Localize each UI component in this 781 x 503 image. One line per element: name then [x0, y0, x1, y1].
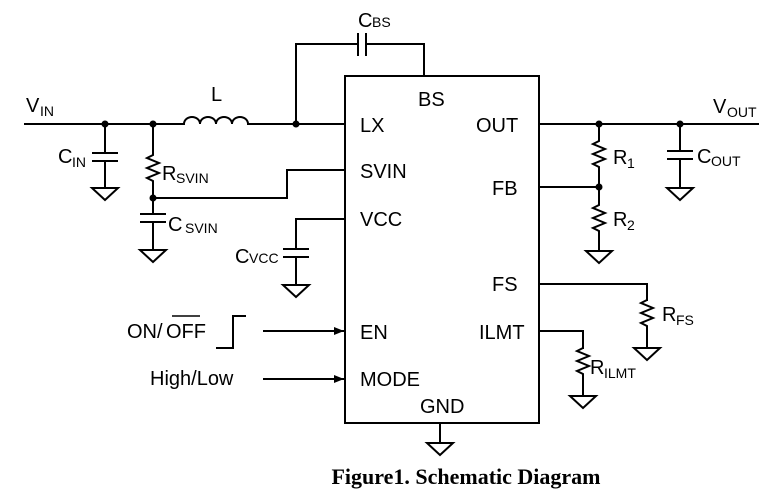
svg-text:R: R: [613, 147, 627, 169]
svg-text:R: R: [662, 304, 676, 326]
svg-text:VCC: VCC: [249, 250, 279, 266]
rfs-resistor: [638, 299, 656, 348]
rfs-ground-icon: [631, 347, 663, 362]
svg-text:FS: FS: [676, 312, 694, 328]
rilmt-ground-icon: [567, 395, 599, 410]
svg-text:SVIN: SVIN: [185, 220, 218, 236]
pin-label-out: OUT: [476, 115, 518, 137]
svin-wire: [152, 169, 346, 199]
pin-label-svin: SVIN: [360, 161, 407, 183]
pin-label-ilmt: ILMT: [479, 322, 525, 344]
csvin-ground-icon: [137, 249, 169, 264]
rilmt-label: R ILMT: [590, 357, 636, 381]
svg-text:V: V: [26, 95, 40, 117]
r2-label: R 2: [613, 209, 635, 233]
vout-label: V OUT: [713, 96, 757, 120]
svg-text:R: R: [162, 163, 176, 185]
mode-input-label: High/Low: [150, 368, 234, 390]
inductor-label: L: [211, 84, 222, 106]
svg-text:OFF: OFF: [166, 321, 206, 343]
svg-text:ON/: ON/: [127, 321, 163, 343]
rsvin-label: R SVIN: [162, 163, 209, 186]
inductor-l: [183, 116, 249, 125]
svg-text:IN: IN: [40, 103, 54, 119]
svg-text:IN: IN: [72, 154, 86, 170]
pin-label-vcc: VCC: [360, 209, 402, 231]
r2-resistor: [590, 187, 608, 251]
cvcc-label: C VCC: [235, 246, 279, 268]
fs-wire: [538, 283, 648, 301]
cin-ground-icon: [89, 187, 121, 202]
svg-text:C: C: [168, 214, 182, 236]
cout-ground-icon: [664, 187, 696, 202]
svg-text:BS: BS: [372, 14, 391, 30]
svg-text:OUT: OUT: [711, 153, 741, 169]
pin-label-lx: LX: [360, 115, 384, 137]
pin-label-fb: FB: [492, 178, 518, 200]
step-signal-icon: [216, 315, 246, 349]
ilmt-wire: [538, 330, 584, 349]
vcc-wire: [295, 218, 346, 286]
cout-label: C OUT: [697, 146, 741, 169]
rsvin-resistor: [144, 124, 162, 198]
r1-label: R 1: [613, 147, 635, 171]
r2-ground-icon: [583, 250, 615, 265]
ic-body: [344, 75, 540, 424]
pin-label-gnd: GND: [420, 396, 464, 418]
svg-text:V: V: [713, 96, 727, 118]
cbs-wire: [295, 43, 425, 125]
svg-text:R: R: [613, 209, 627, 231]
svg-text:OUT: OUT: [727, 104, 757, 120]
pin-label-mode: MODE: [360, 369, 420, 391]
rilmt-resistor: [574, 347, 592, 396]
svg-text:R: R: [590, 357, 604, 379]
svg-text:1: 1: [627, 155, 635, 171]
svg-text:C: C: [697, 146, 711, 168]
svg-text:2: 2: [627, 217, 635, 233]
svg-text:SVIN: SVIN: [176, 170, 209, 186]
en-input-label: ON/ OFF: [127, 315, 206, 343]
r1-resistor: [590, 124, 608, 187]
svg-text:C: C: [235, 246, 249, 268]
cvcc-ground-icon: [280, 284, 312, 299]
cin-label: C IN: [58, 146, 86, 170]
pin-label-en: EN: [360, 322, 388, 344]
csvin-label: C SVIN: [168, 214, 218, 236]
figure-caption: Figure1. Schematic Diagram: [331, 464, 600, 489]
cbs-label: C BS: [358, 10, 391, 32]
pin-label-bs: BS: [418, 89, 445, 111]
vin-label: V IN: [26, 95, 54, 119]
svg-text:C: C: [58, 146, 72, 168]
rfs-label: R FS: [662, 304, 694, 328]
svg-text:ILMT: ILMT: [604, 365, 636, 381]
gnd-ground-icon: [424, 442, 456, 457]
pin-label-fs: FS: [492, 274, 518, 296]
svg-text:C: C: [358, 10, 372, 32]
